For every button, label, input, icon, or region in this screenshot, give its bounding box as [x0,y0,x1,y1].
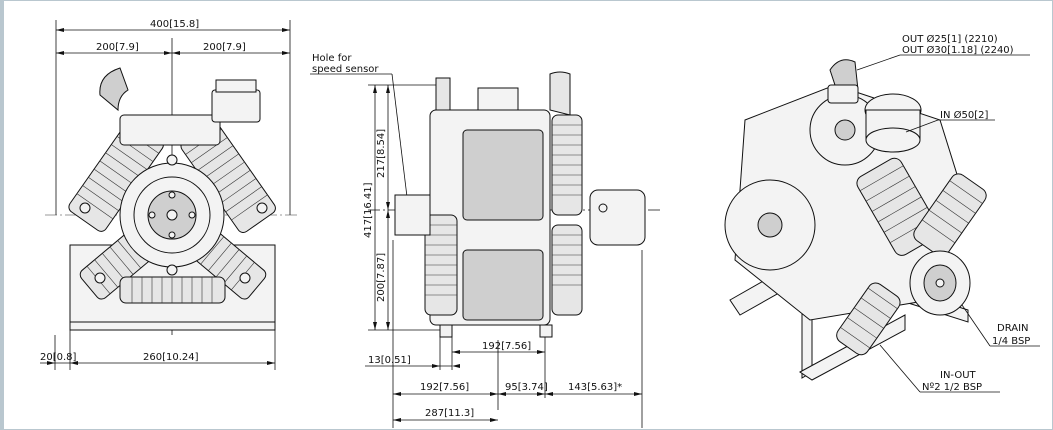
dim-side-center-to-foot: 95[3.74] [505,382,548,393]
isometric-view: OUT Ø25[1] (2210) OUT Ø30[1.18] (2240) I… [724,33,1040,393]
callout-speed-sensor-line1: Hole for [312,53,352,64]
callout-out-line2: OUT Ø30[1.18] (2240) [902,44,1014,56]
dim-front-half-right: 200[7.9] [203,42,246,53]
dim-side-total-height: 417[16.41] [363,182,374,238]
dim-side-bracket-thickness: 13[0.51] [368,355,411,366]
callout-drain-line2: 1/4 BSP [992,336,1030,347]
front-view: 400[15.8] 200[7.9] 200[7.9] [40,19,300,370]
dim-front-bracket-offset: 20[0.8] [40,352,77,363]
dim-side-shaft-extension: 143[5.63]* [568,382,622,393]
dim-front-total-width: 400[15.8] [150,19,199,30]
callout-inlet: IN Ø50[2] [940,109,988,121]
callout-speed-sensor-line2: speed sensor [312,64,379,75]
dim-side-left-to-center: 192[7.56] [420,382,469,393]
callout-out-line1: OUT Ø25[1] (2210) [902,33,998,45]
callout-drain-line1: DRAIN [997,323,1029,334]
dim-side-lower-height: 200[7.87] [376,253,387,302]
side-view: 417[16.41] 217[8.54] 200[7.87] Hole for … [310,53,660,428]
dim-side-upper-height: 217[8.54] [376,129,387,178]
callout-inout-line1: IN-OUT [940,370,977,381]
dim-front-bracket-width: 260[10.24] [143,352,199,363]
dim-side-foot-to-center: 192[7.56] [482,341,531,352]
callout-inout-line2: Nº2 1/2 BSP [922,382,982,393]
dim-front-half-left: 200[7.9] [96,42,139,53]
dim-side-total-length: 287[11.3] [425,408,474,419]
